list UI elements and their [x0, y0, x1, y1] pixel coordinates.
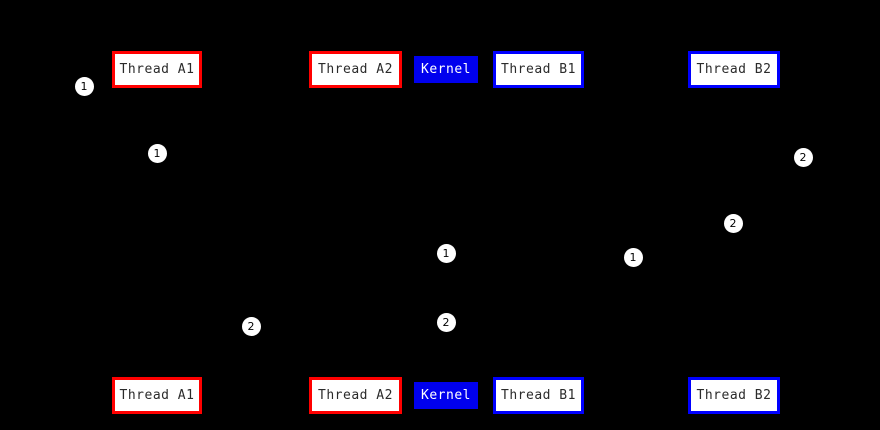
- participant-label: Thread B1: [501, 62, 576, 77]
- badge-1-a1-upper: 1: [147, 143, 167, 163]
- badge-label: 2: [247, 319, 255, 333]
- participant-thread-b2-bottom[interactable]: Thread B2: [688, 377, 780, 414]
- participant-kernel-top[interactable]: Kernel: [414, 56, 478, 83]
- badge-2-left-lower: 2: [241, 316, 261, 336]
- badge-label: 2: [799, 150, 807, 164]
- msg-kernel-to-b1-1: [446, 253, 538, 255]
- badge-1-kernel-mid: 1: [436, 243, 456, 263]
- msg-kernel-to-a2-2: [251, 322, 446, 324]
- badge-label: 1: [153, 146, 161, 160]
- participant-label: Kernel: [421, 388, 471, 403]
- participant-kernel-bottom[interactable]: Kernel: [414, 382, 478, 409]
- participant-thread-a1-top[interactable]: Thread A1: [112, 51, 202, 88]
- badge-2-b2-upper: 2: [723, 213, 743, 233]
- badge-1-far-left: 1: [74, 76, 94, 96]
- msg-a1-return-2: [157, 326, 251, 328]
- msg-b2-to-kernel-2: [446, 223, 733, 225]
- badge-label: 1: [442, 246, 450, 260]
- participant-thread-b1-top[interactable]: Thread B1: [493, 51, 584, 88]
- lifeline-thread-a1: [156, 88, 158, 377]
- badge-label: 2: [442, 315, 450, 329]
- participant-thread-a1-bottom[interactable]: Thread A1: [112, 377, 202, 414]
- badge-2-far-right: 2: [793, 147, 813, 167]
- badge-label: 2: [729, 216, 737, 230]
- msg-b1-return-1: [538, 257, 633, 259]
- participant-thread-b2-top[interactable]: Thread B2: [688, 51, 780, 88]
- participant-label: Thread A2: [318, 62, 393, 77]
- lifeline-kernel: [445, 83, 447, 382]
- badge-2-kernel-low: 2: [436, 312, 456, 332]
- participant-thread-a2-bottom[interactable]: Thread A2: [309, 377, 402, 414]
- participant-thread-b1-bottom[interactable]: Thread B1: [493, 377, 584, 414]
- lifeline-thread-b2: [732, 88, 734, 377]
- participant-thread-a2-top[interactable]: Thread A2: [309, 51, 402, 88]
- participant-label: Kernel: [421, 62, 471, 77]
- lifeline-thread-a2: [354, 88, 356, 377]
- lifeline-thread-b1: [537, 88, 539, 377]
- participant-label: Thread A2: [318, 388, 393, 403]
- msg-a1-to-kernel-1: [157, 153, 446, 155]
- badge-label: 1: [80, 79, 88, 93]
- badge-1-right-mid: 1: [623, 247, 643, 267]
- participant-label: Thread B2: [696, 388, 772, 403]
- participant-label: Thread A1: [119, 62, 195, 77]
- badge-label: 1: [629, 250, 637, 264]
- participant-label: Thread B1: [501, 388, 576, 403]
- participant-label: Thread B2: [696, 62, 772, 77]
- participant-label: Thread A1: [119, 388, 195, 403]
